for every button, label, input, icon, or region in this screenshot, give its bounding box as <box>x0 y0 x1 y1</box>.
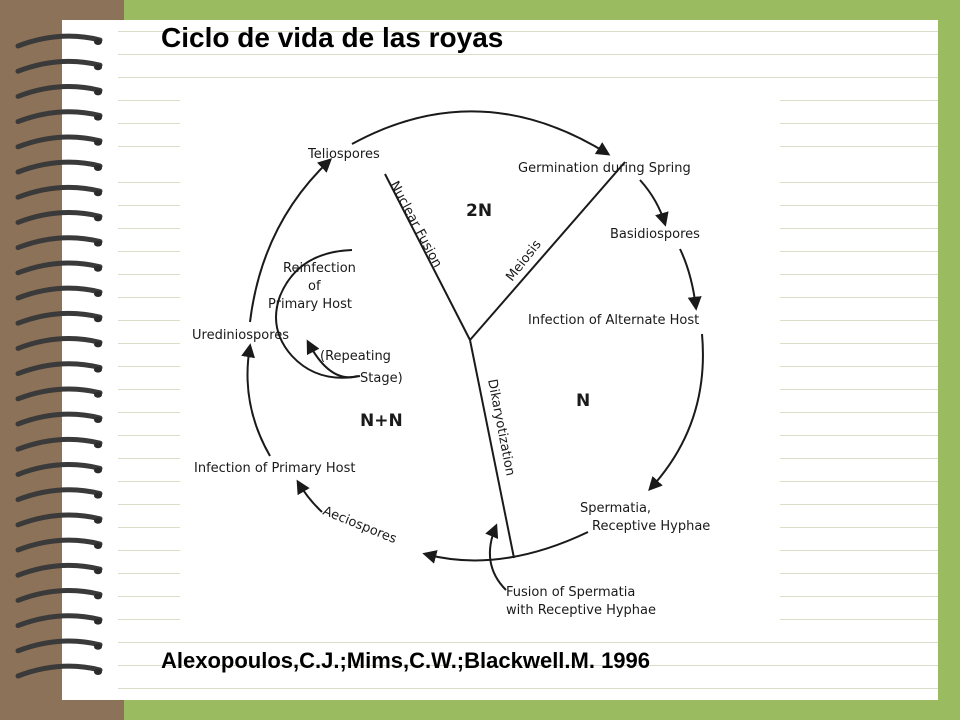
binding-hole <box>94 316 102 323</box>
line-meiosis <box>469 161 626 341</box>
binding-ring <box>15 285 103 301</box>
label-ploidy-n-plus-n: N+N <box>360 411 403 431</box>
rust-life-cycle-diagram: Teliospores Germination during Spring Ba… <box>180 84 780 630</box>
binding-hole <box>94 341 102 348</box>
label-reinfection-1: Reinfection <box>283 261 356 276</box>
label-aeciospores: Aeciospores <box>321 504 399 547</box>
arrow-spermatia-to-aeciospores <box>422 531 589 564</box>
arrow-fusion-pointer <box>485 523 507 591</box>
binding-hole <box>94 240 102 247</box>
arrow-infection-primary-to-urediniospores <box>241 343 271 457</box>
binding-hole <box>94 291 102 297</box>
binding-hole <box>94 417 102 423</box>
binding-ring <box>15 84 103 99</box>
binding-hole <box>94 139 102 146</box>
binding-ring <box>15 109 103 125</box>
arrow-repeating-stage-loop <box>275 249 361 379</box>
label-reinfection-3: Primary Host <box>268 297 352 312</box>
binding-ring <box>15 613 103 629</box>
line-nuclear-fusion <box>384 173 471 341</box>
binding-hole <box>94 165 102 171</box>
line-dikaryotization <box>469 339 515 559</box>
binding-ring <box>15 336 103 351</box>
label-ploidy-2n: 2N <box>466 201 492 221</box>
binding-hole <box>94 593 102 600</box>
label-nuclear-fusion: Nuclear Fusion <box>386 179 444 271</box>
label-teliospores: Teliospores <box>307 147 380 162</box>
arrow-infection-to-spermatia <box>648 333 704 492</box>
binding-ring <box>15 310 103 326</box>
slide-title: Ciclo de vida de las royas <box>161 22 504 53</box>
label-basidiospores: Basidiospores <box>610 227 700 242</box>
binding-hole <box>94 618 102 625</box>
arrow-urediniospores-to-teliospores <box>249 158 333 323</box>
binding-hole <box>94 543 102 549</box>
label-spermatia-1: Spermatia, <box>580 501 651 516</box>
binding-ring <box>15 462 103 477</box>
binding-ring <box>15 134 103 150</box>
label-infection-alternate: Infection of Alternate Host <box>528 313 699 328</box>
binding-hole <box>94 669 102 675</box>
label-fusion-1: Fusion of Spermatia <box>506 585 635 600</box>
binding-ring <box>15 386 103 402</box>
binding-ring <box>15 588 103 603</box>
binding-ring <box>15 361 103 377</box>
label-germination: Germination during Spring <box>518 161 691 176</box>
binding-hole <box>94 215 102 222</box>
label-spermatia-2: Receptive Hyphae <box>592 519 710 534</box>
arrow-repeating-stage-return <box>306 339 359 379</box>
binding-hole <box>94 64 102 71</box>
binding-ring <box>15 562 103 578</box>
arrow-basidiospores-to-infection <box>679 248 702 311</box>
citation: Alexopoulos,C.J.;Mims,C.W.;Blackwell.M. … <box>161 648 651 673</box>
binding-ring <box>15 487 103 503</box>
binding-ring <box>15 411 103 427</box>
label-repeating-2: Stage) <box>360 371 403 386</box>
binding-ring <box>15 159 103 175</box>
binding-hole <box>94 391 102 398</box>
label-dikaryotization: Dikaryotization <box>484 378 517 477</box>
binding-hole <box>94 492 102 499</box>
binding-hole <box>94 114 102 121</box>
binding-ring <box>15 58 103 74</box>
label-infection-primary: Infection of Primary Host <box>194 461 355 476</box>
binding-ring <box>15 512 103 528</box>
arrow-germination-to-basidiospores <box>639 179 669 227</box>
binding-ring <box>15 260 103 276</box>
binding-hole <box>94 89 102 96</box>
binding-ring <box>15 33 103 49</box>
binding-ring <box>15 663 103 679</box>
binding-hole <box>94 643 102 650</box>
binding-hole <box>94 190 102 197</box>
label-urediniospores: Urediniospores <box>192 328 289 343</box>
arrow-aeciospores-to-infection-primary <box>296 479 323 513</box>
binding-hole <box>94 366 102 373</box>
label-repeating-1: (Repeating <box>320 349 391 364</box>
binding-hole <box>94 467 102 474</box>
label-fusion-2: with Receptive Hyphae <box>506 603 656 618</box>
binding-ring <box>15 638 103 654</box>
label-reinfection-2: of <box>308 279 321 294</box>
binding-ring <box>15 210 103 225</box>
label-ploidy-n: N <box>576 391 590 411</box>
binding-hole <box>94 442 102 449</box>
binding-hole <box>94 39 102 45</box>
binding-ring <box>15 537 103 553</box>
binding-ring <box>15 235 103 251</box>
binding-ring <box>15 436 103 452</box>
binding-hole <box>94 568 102 575</box>
binding-hole <box>94 265 102 272</box>
binding-hole <box>94 517 102 524</box>
binding-ring <box>15 184 103 200</box>
spiral-binding <box>15 33 103 679</box>
arrow-teliospores-to-germination <box>351 110 611 156</box>
